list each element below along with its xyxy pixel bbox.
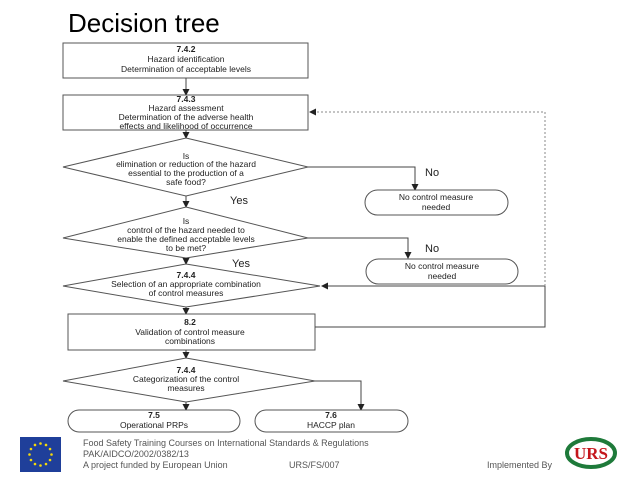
footer-doc-code: URS/FS/007 [289,460,340,470]
eu-star-icon [48,447,52,451]
node-text: Is [183,151,190,161]
eu-star-icon [29,458,33,462]
feedback-dotted-arrow [309,108,546,286]
node-text: combinations [165,336,215,346]
node-text: No control measure [405,261,479,271]
node-code: 8.2 [184,317,196,327]
node-validation [67,313,316,351]
node-code: 7.6 [325,410,337,420]
node-text: HACCP plan [307,420,355,430]
edge-label-yes: Yes [232,258,250,270]
feedback-arrow [315,282,546,328]
node-text: Hazard identification [147,54,224,64]
node-text: to be met? [166,243,206,253]
eu-star-icon [48,458,52,462]
node-code: 7.4.4 [177,270,196,280]
edge-label-yes: Yes [230,195,248,207]
urs-logo: URS [565,437,617,469]
eu-star-icon [29,447,33,451]
eu-star-icon [44,462,48,466]
arrow-no [308,166,419,191]
arrow-no [308,237,412,259]
node-text: effects and likelihood of occurrence [119,121,252,131]
node-text: essential to the production of a [128,168,244,178]
eu-flag-logo [20,437,61,472]
eu-star-icon [33,443,37,447]
node-text: needed [428,271,457,281]
node-text: No control measure [399,192,473,202]
node-text: control of the hazard needed to [127,225,245,235]
node-text: safe food? [166,177,206,187]
edge-label-no: No [425,243,439,255]
arrow [315,380,365,411]
node-text: Hazard assessment [148,103,224,113]
eu-star-icon [44,443,48,447]
node-code: 7.4.2 [177,44,196,54]
terminal-haccp-plan [254,409,409,433]
edge-label-no: No [425,167,439,179]
eu-star-icon [28,453,31,456]
svg-text:URS: URS [574,444,608,463]
node-text: Is [183,216,190,226]
footer-course-title: Food Safety Training Courses on Internat… [83,438,369,448]
eu-star-icon [33,462,37,466]
node-code: 7.4.3 [177,94,196,104]
node-text: Categorization of the control [133,374,239,384]
eu-star-icon [50,453,53,456]
footer-funding: A project funded by European Union [83,460,228,470]
node-text: Determination of acceptable levels [121,64,251,74]
node-text: enable the defined acceptable levels [117,234,255,244]
node-hazard-identification [62,42,309,79]
footer-project-code: PAK/AIDCO/2002/0382/13 [83,449,189,459]
terminal-operational-prps [67,409,241,433]
node-text: elimination or reduction of the hazard [116,159,256,169]
terminal-no-control-1 [364,189,509,216]
node-text: Determination of the adverse health [119,112,254,122]
node-text: of control measures [149,288,224,298]
eu-star-icon [39,464,42,467]
node-text: Operational PRPs [120,420,188,430]
slide-title: Decision tree [68,8,220,38]
node-text: measures [167,383,204,393]
node-code: 7.4.4 [177,365,196,375]
terminal-no-control-2 [365,258,519,285]
node-text: Validation of control measure [135,327,245,337]
footer-implemented-by: Implemented By [487,460,553,470]
node-text: needed [422,202,451,212]
eu-star-icon [39,442,42,445]
node-code: 7.5 [148,410,160,420]
node-text: Selection of an appropriate combination [111,279,261,289]
